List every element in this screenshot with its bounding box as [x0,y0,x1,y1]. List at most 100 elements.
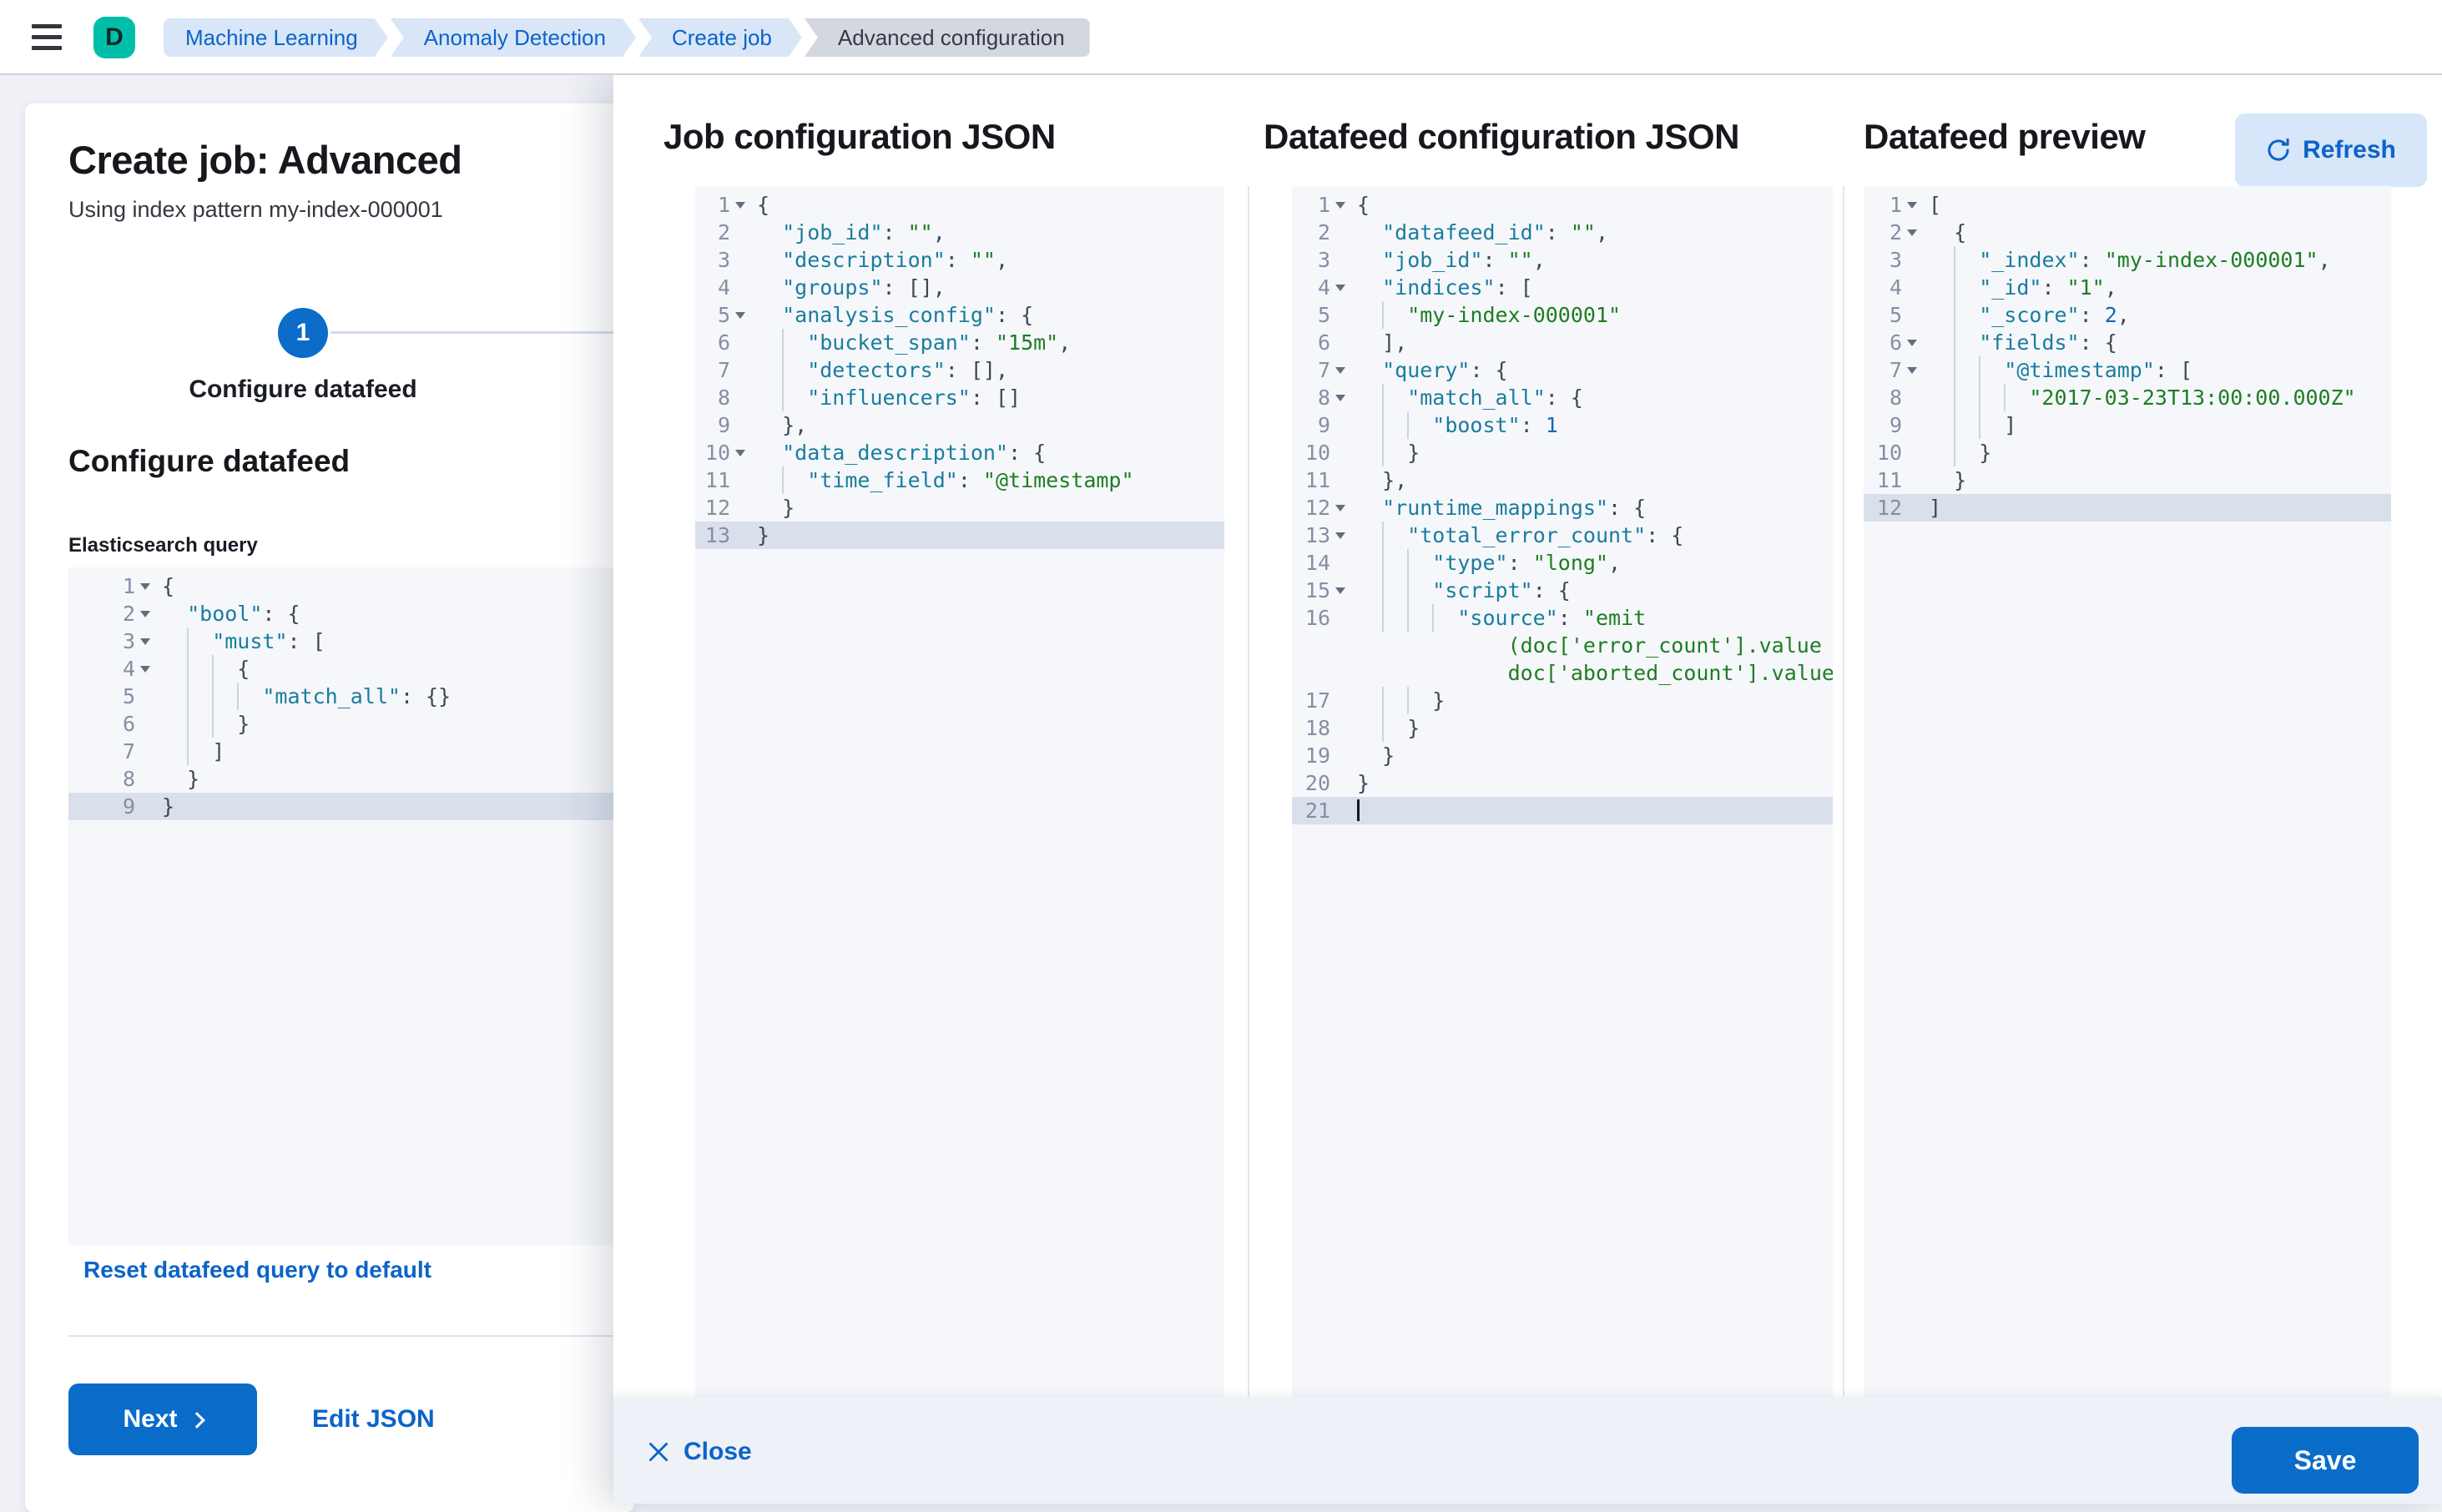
fold-arrow-icon[interactable] [1902,219,1922,246]
editor-line[interactable]: 6"fields": { [1864,329,2391,356]
fold-arrow-icon[interactable] [1902,356,1922,384]
editor-line[interactable]: 3"job_id": "", [1292,246,1833,274]
fold-slot [135,738,155,765]
editor-line[interactable]: 5"_score": 2, [1864,301,2391,329]
fold-arrow-icon[interactable] [135,627,155,655]
fold-arrow-icon[interactable] [730,191,750,219]
editor-line[interactable]: 13"total_error_count": { [1292,522,1833,549]
editor-line[interactable]: 12] [1864,494,2391,522]
breadcrumb: Machine LearningAnomaly DetectionCreate … [164,18,1092,57]
editor-line[interactable]: 4"groups": [], [695,274,1224,301]
edit-json-link[interactable]: Edit JSON [312,1405,435,1434]
editor-line[interactable]: 11} [1864,466,2391,494]
editor-line[interactable]: 8} [68,765,613,793]
space-avatar[interactable]: D [93,17,135,58]
editor-line[interactable]: doc['aborted_count'].value)" [1292,659,1833,687]
fold-arrow-icon[interactable] [1330,274,1350,301]
editor-line[interactable]: 10} [1292,439,1833,466]
editor-line[interactable]: 7"@timestamp": [ [1864,356,2391,384]
editor-line[interactable]: 2{ [1864,219,2391,246]
editor-line[interactable]: 7"query": { [1292,356,1833,384]
editor-line[interactable]: 6], [1292,329,1833,356]
editor-line[interactable]: 2"job_id": "", [695,219,1224,246]
editor-line[interactable]: 1{ [68,572,613,600]
fold-arrow-icon[interactable] [1902,191,1922,219]
editor-line[interactable]: 12} [695,494,1224,522]
editor-line[interactable]: 16"source": "emit [1292,604,1833,632]
editor-line[interactable]: 13} [695,522,1224,549]
editor-line[interactable]: 14"type": "long", [1292,549,1833,577]
editor-line[interactable]: 9}, [695,411,1224,439]
fold-slot [730,356,750,384]
step-1-indicator[interactable]: 1 [278,308,328,358]
editor-line[interactable]: 9"boost": 1 [1292,411,1833,439]
fold-arrow-icon[interactable] [1330,384,1350,411]
editor-line[interactable]: 4"indices": [ [1292,274,1833,301]
editor-line[interactable]: 3"_index": "my-index-000001", [1864,246,2391,274]
datafeed-configuration-json-editor[interactable]: 1{2"datafeed_id": "",3"job_id": "",4"ind… [1292,186,1833,1397]
editor-line[interactable]: 10"data_description": { [695,439,1224,466]
editor-line[interactable]: 2"datafeed_id": "", [1292,219,1833,246]
editor-line[interactable]: 15"script": { [1292,577,1833,604]
fold-arrow-icon[interactable] [1330,191,1350,219]
fold-arrow-icon[interactable] [1902,329,1922,356]
datafeed-preview-editor[interactable]: 1[2{3"_index": "my-index-000001",4"_id":… [1864,186,2391,1397]
code-text: }, [1350,466,1833,494]
close-button[interactable]: Close [647,1437,752,1467]
job-configuration-heading: Job configuration JSON [663,117,1056,157]
editor-line[interactable]: 5"analysis_config": { [695,301,1224,329]
editor-line[interactable]: 5"match_all": {} [68,683,613,710]
fold-arrow-icon[interactable] [135,655,155,683]
editor-line[interactable]: 8"2017-03-23T13:00:00.000Z" [1864,384,2391,411]
editor-line[interactable]: 9] [1864,411,2391,439]
fold-arrow-icon[interactable] [730,439,750,466]
editor-line[interactable]: 10} [1864,439,2391,466]
breadcrumb-item[interactable]: Machine Learning [164,18,388,57]
fold-arrow-icon[interactable] [135,600,155,627]
line-number: 12 [695,494,750,522]
editor-line[interactable]: 18} [1292,714,1833,742]
refresh-button[interactable]: Refresh [2235,113,2427,187]
job-configuration-json-editor[interactable]: 1{2"job_id": "",3"description": "",4"gro… [695,186,1224,1397]
save-button[interactable]: Save [2232,1427,2419,1494]
editor-line[interactable]: 6} [68,710,613,738]
editor-line[interactable]: 8"match_all": { [1292,384,1833,411]
editor-line[interactable]: 11}, [1292,466,1833,494]
editor-line[interactable]: 1{ [695,191,1224,219]
editor-line[interactable]: 4"_id": "1", [1864,274,2391,301]
fold-arrow-icon[interactable] [1330,494,1350,522]
editor-line[interactable]: 2"bool": { [68,600,613,627]
editor-line[interactable]: 19} [1292,742,1833,769]
fold-arrow-icon[interactable] [1330,356,1350,384]
editor-line[interactable]: 11"time_field": "@timestamp" [695,466,1224,494]
line-number: 5 [695,301,750,329]
editor-line[interactable]: 9} [68,793,613,820]
editor-line[interactable]: 20} [1292,769,1833,797]
elasticsearch-query-editor[interactable]: 1{2"bool": {3"must": [4{5"match_all": {}… [68,567,613,1245]
fold-arrow-icon[interactable] [730,301,750,329]
editor-line[interactable]: 21 [1292,797,1833,824]
editor-line[interactable]: 6"bucket_span": "15m", [695,329,1224,356]
editor-line[interactable]: 7"detectors": [], [695,356,1224,384]
editor-line[interactable]: (doc['error_count'].value + [1292,632,1833,659]
reset-datafeed-query-link[interactable]: Reset datafeed query to default [83,1257,431,1283]
next-button[interactable]: Next [68,1383,257,1455]
editor-line[interactable]: 3"description": "", [695,246,1224,274]
line-number: 19 [1292,742,1350,769]
editor-line[interactable]: 1[ [1864,191,2391,219]
editor-line[interactable]: 1{ [1292,191,1833,219]
editor-line[interactable]: 5"my-index-000001" [1292,301,1833,329]
fold-arrow-icon[interactable] [1330,577,1350,604]
editor-line[interactable]: 4{ [68,655,613,683]
editor-line[interactable]: 12"runtime_mappings": { [1292,494,1833,522]
fold-arrow-icon[interactable] [135,572,155,600]
breadcrumb-item[interactable]: Create job [638,18,802,57]
hamburger-menu-icon[interactable] [32,22,65,53]
breadcrumb-item[interactable]: Anomaly Detection [391,18,636,57]
fold-arrow-icon[interactable] [1330,522,1350,549]
editor-line[interactable]: 7] [68,738,613,765]
line-number: 11 [1864,466,1922,494]
editor-line[interactable]: 17} [1292,687,1833,714]
editor-line[interactable]: 8"influencers": [] [695,384,1224,411]
editor-line[interactable]: 3"must": [ [68,627,613,655]
